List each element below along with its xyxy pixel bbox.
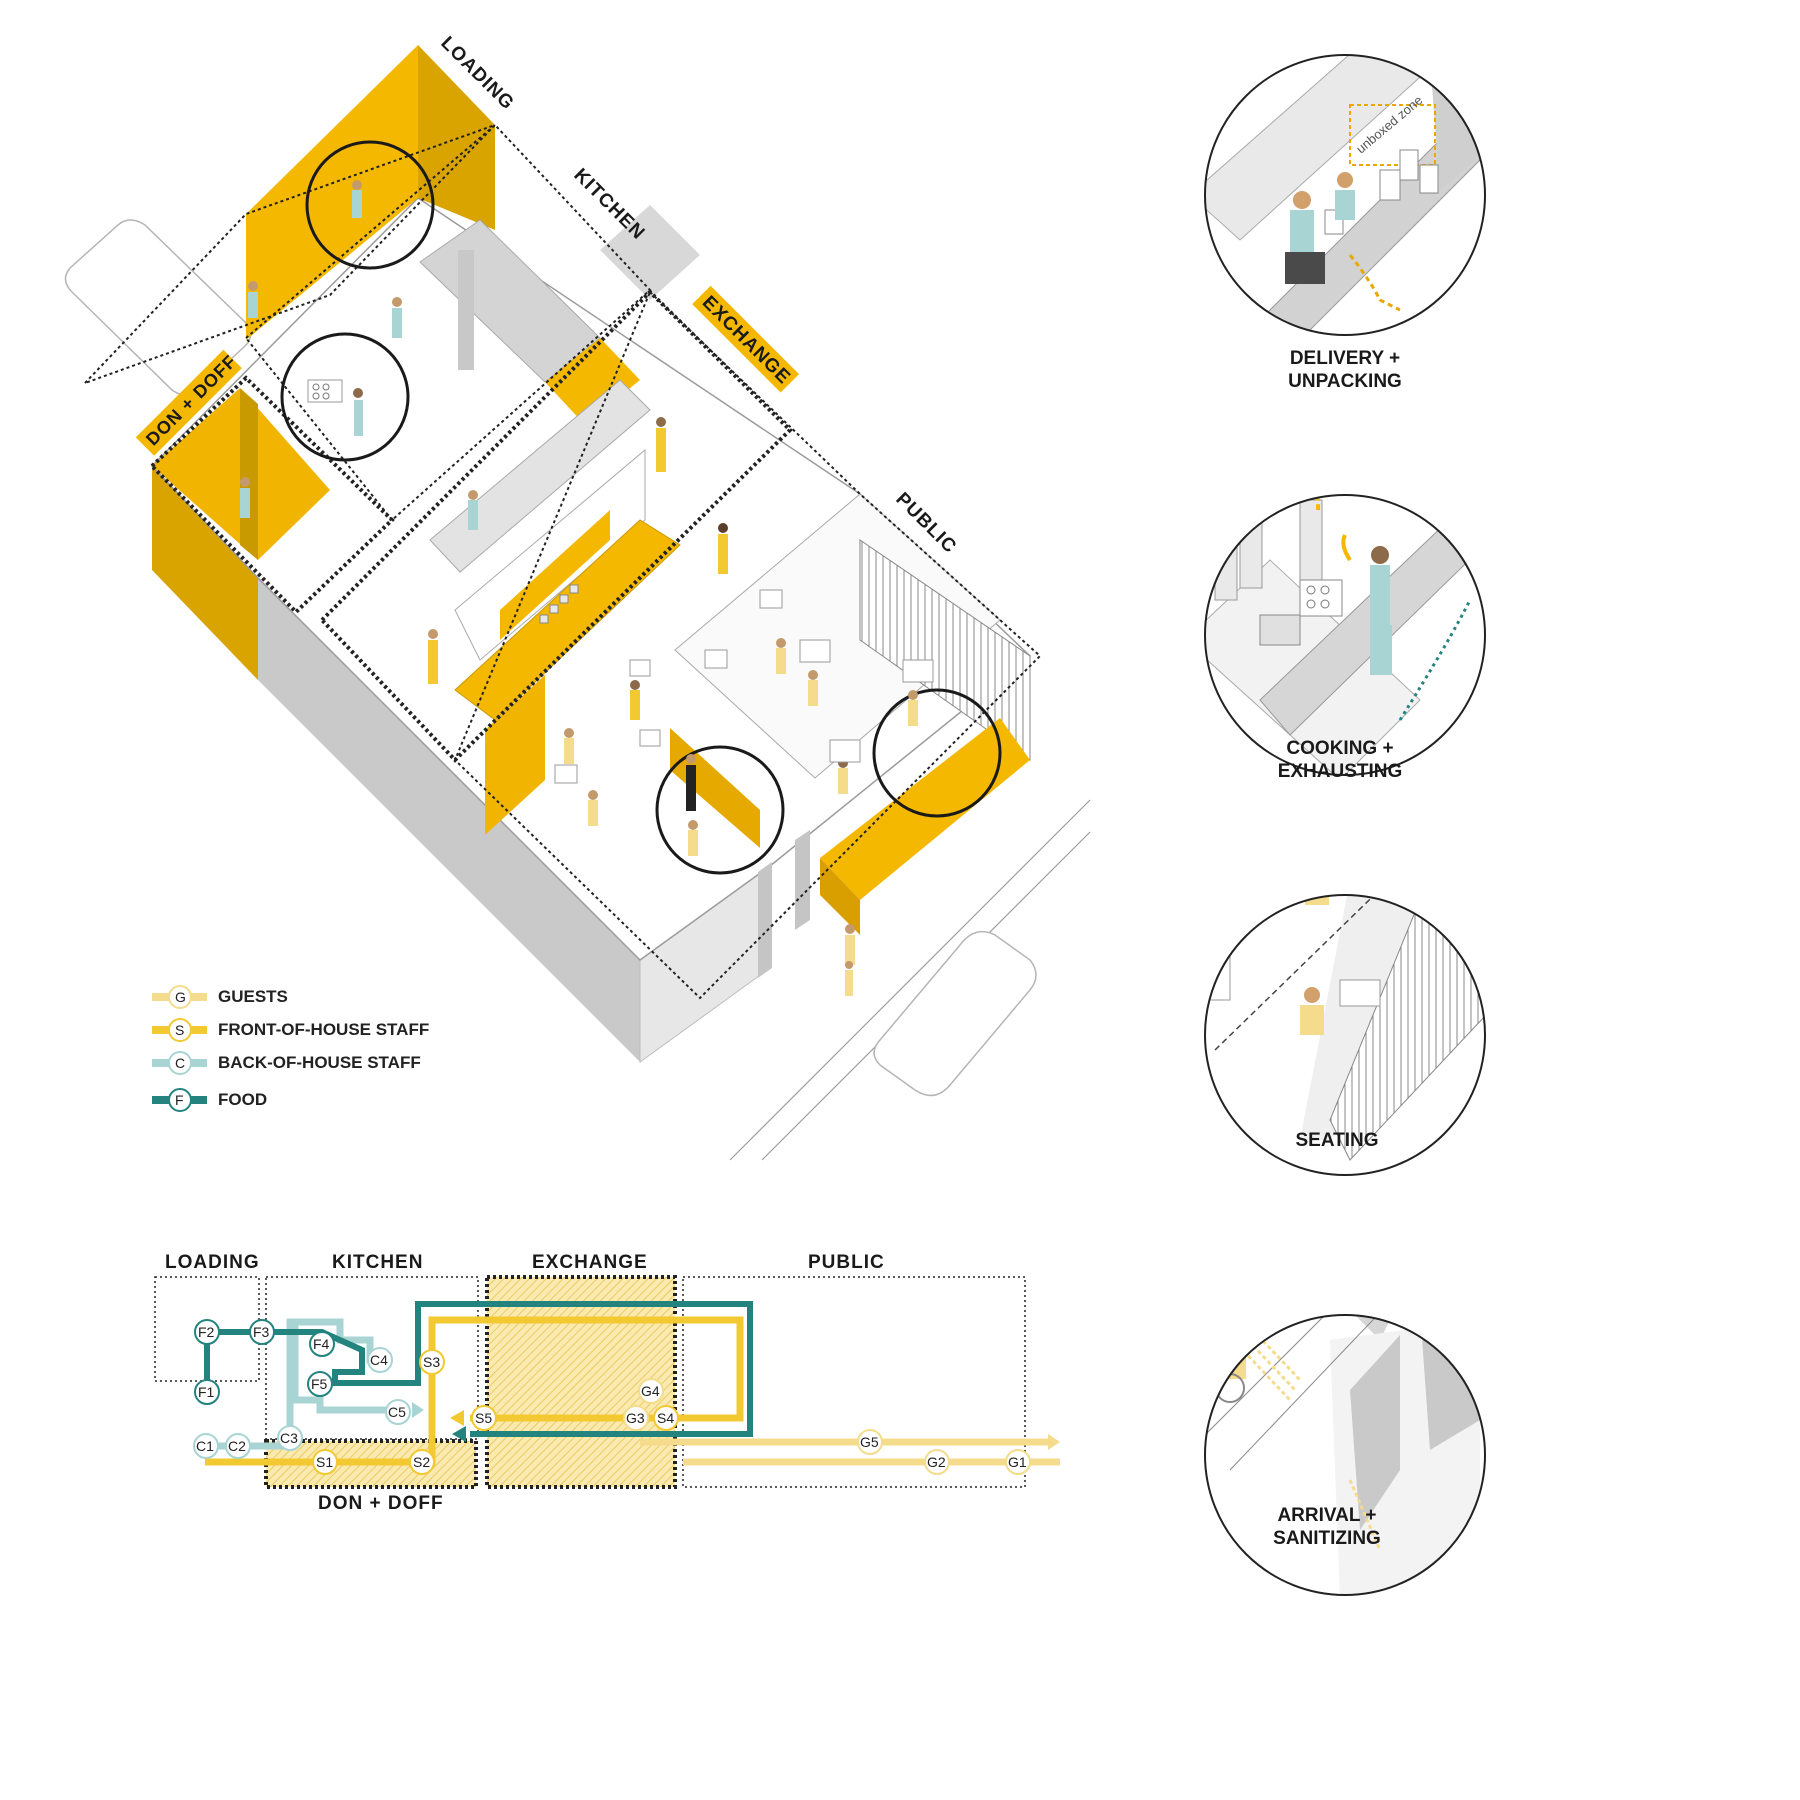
vignette-caption: UNPACKING [1288,371,1402,392]
vignette-cooking: COOKING + EXHAUSTING [1204,494,1486,782]
node-C1: C1 [193,1433,219,1459]
axon-label-exchange: EXCHANGE [698,292,795,389]
legend-letter: C [175,1055,185,1071]
delivery-car-outline [64,219,252,396]
focus-circle-storefront [872,688,1002,818]
flow-label-exchange: EXCHANGE [532,1252,648,1273]
svg-text:S3: S3 [423,1354,440,1370]
street-car-outline [873,930,1037,1097]
node-S4: S4 [653,1405,679,1431]
svg-text:S2: S2 [413,1454,430,1470]
node-F4: F4 [309,1331,335,1357]
exchange-counter [454,519,681,721]
storefront-counter [820,718,1030,900]
node-G2: G2 [924,1449,950,1475]
svg-text:C4: C4 [370,1352,388,1368]
flow-label-public: PUBLIC [808,1252,885,1273]
guest-path [640,1434,1060,1466]
exchange-zone-outline [319,289,793,763]
legend-letter: G [175,989,186,1005]
vignette-delivery: unboxed zone DELIVERY + UNPACKING [1204,54,1486,392]
svg-text:G5: G5 [860,1434,879,1450]
vignette-caption: SANITIZING [1273,1528,1381,1549]
node-G4: G4 [638,1378,664,1404]
legend-item-back-staff: C BACK-OF-HOUSE STAFF [152,1051,421,1075]
legend-letter: F [175,1092,184,1108]
flow-zone-public [682,1276,1026,1488]
svg-text:G4: G4 [641,1383,660,1399]
svg-text:F1: F1 [198,1384,215,1400]
focus-circle-booth [655,745,785,875]
legend-label: GUESTS [218,987,288,1006]
legend-label: FRONT-OF-HOUSE STAFF [218,1020,429,1039]
node-S1: S1 [312,1449,338,1475]
vignette-caption: EXHAUSTING [1278,761,1403,782]
node-G5: G5 [857,1429,883,1455]
vignette-caption: SEATING [1295,1130,1378,1151]
svg-text:G2: G2 [927,1454,946,1470]
focus-circle-loading [305,140,435,270]
focus-circle-kitchen [280,332,410,462]
vignette-caption: ARRIVAL + [1277,1505,1376,1526]
vignette-caption: DELIVERY + [1290,348,1400,369]
node-F1: F1 [194,1379,220,1405]
node-C2: C2 [225,1433,251,1459]
svg-text:G3: G3 [626,1410,645,1426]
flow-zone-kitchen [265,1276,479,1440]
svg-text:S4: S4 [657,1410,674,1426]
dimension-label: 6' [1240,888,1250,903]
legend: G GUESTS S FRONT-OF-HOUSE STAFF C BACK-O… [152,985,429,1112]
legend-item-food: F FOOD [152,1088,267,1112]
flow-diagram: LOADING KITCHEN EXCHANGE PUBLIC DON + DO… [154,1252,1060,1514]
legend-letter: S [175,1022,184,1038]
svg-text:F4: F4 [313,1336,330,1352]
street-curb-line [729,799,1091,1161]
axon-label-exchange-wrap: EXCHANGE [692,285,799,393]
svg-text:C3: C3 [280,1430,298,1446]
svg-text:F3: F3 [253,1324,270,1340]
axon-label-kitchen: KITCHEN [569,165,649,245]
vignette-arrival: ARRIVAL + SANITIZING [1204,1314,1486,1596]
svg-text:C1: C1 [196,1438,214,1454]
node-G1: G1 [1005,1449,1031,1475]
vignette-caption: COOKING + [1286,738,1393,759]
node-C3: C3 [277,1425,303,1451]
node-F3: F3 [249,1319,275,1345]
don-doff-zone-outline [149,375,395,615]
svg-text:S5: S5 [475,1410,492,1426]
svg-text:F5: F5 [311,1376,328,1392]
vignette-seating: 6' SEATING [1204,888,1486,1176]
node-F2: F2 [194,1319,220,1345]
node-S3: S3 [419,1349,445,1375]
flow-label-don-doff: DON + DOFF [318,1493,444,1514]
legend-label: FOOD [218,1090,267,1109]
svg-text:C2: C2 [228,1438,246,1454]
corner-yellow-wall [152,466,258,680]
flow-label-kitchen: KITCHEN [332,1252,423,1273]
node-F5: F5 [307,1371,333,1397]
node-C5: C5 [385,1399,411,1425]
svg-text:S1: S1 [316,1454,333,1470]
flow-nodes: F1 F2 F3 F4 F5 C1 C2 C3 C4 C5 S1 S2 S3 S… [193,1319,1031,1475]
node-C4: C4 [367,1347,393,1373]
svg-text:F2: F2 [198,1324,215,1340]
svg-text:C5: C5 [388,1404,406,1420]
shelf-bins [539,584,579,624]
legend-item-guests: G GUESTS [152,985,288,1009]
legend-label: BACK-OF-HOUSE STAFF [218,1053,421,1072]
node-S2: S2 [409,1449,435,1475]
stove [307,379,343,403]
loading-bay-wall [246,45,418,340]
flow-label-loading: LOADING [165,1252,260,1273]
node-G3: G3 [623,1405,649,1431]
svg-text:G1: G1 [1008,1454,1027,1470]
node-S5: S5 [471,1405,497,1431]
legend-item-front-staff: S FRONT-OF-HOUSE STAFF [152,1018,429,1042]
exterior-wall-face [258,578,640,1062]
front-staff-path [205,1316,744,1466]
tables [554,589,934,784]
